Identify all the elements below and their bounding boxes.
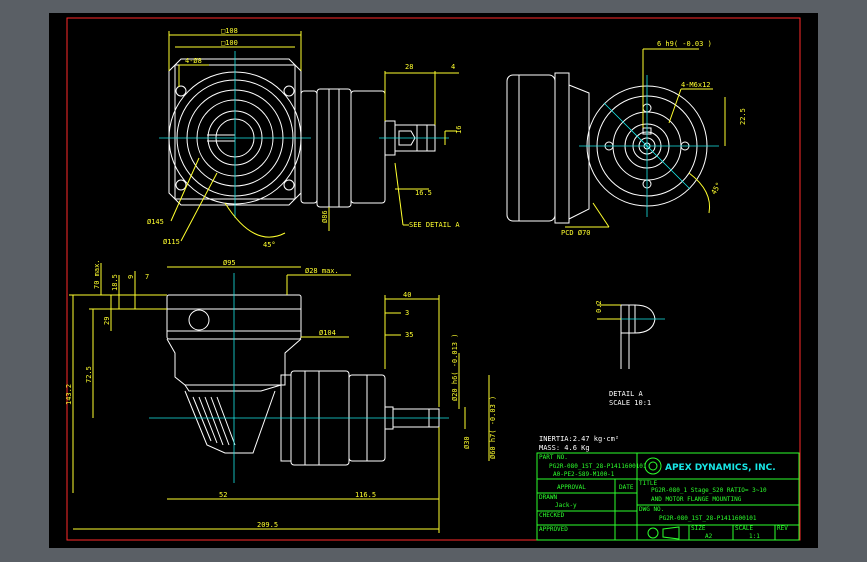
dim-holes: 4-Ø8: [185, 57, 202, 65]
mount-hole: [175, 85, 187, 97]
part-no-1: PG2R-080_1ST_28-P1411600101: [549, 463, 647, 470]
dim-square-108: □108: [221, 27, 238, 35]
checked-label: CHECKED: [539, 512, 565, 519]
company-logo-icon: [644, 457, 662, 475]
company-name: APEX DYNAMICS, INC.: [665, 463, 776, 473]
size-value: A2: [705, 533, 713, 540]
dim-7: 7: [145, 273, 149, 281]
drawing-frame: [66, 17, 801, 541]
detail-scale: SCALE 10:1: [609, 399, 651, 407]
dim-dia-86: Ø86: [321, 210, 329, 223]
dim-dia-145: Ø145: [147, 218, 164, 226]
dim-40: 40: [403, 291, 411, 299]
approved-label: APPROVED: [539, 526, 568, 533]
dim-len-16: 16: [455, 126, 463, 134]
dim-tapped-holes: 4-M6x12: [681, 81, 711, 89]
dim-116-5: 116.5: [355, 491, 376, 499]
front-view: □108 □100 4-Ø8 Ø145 Ø115 45° Ø86 28 4 16…: [147, 27, 463, 249]
dim-70-max: 70 max.: [93, 259, 101, 289]
dim-dia-95: Ø95: [223, 259, 236, 267]
dim-square-100: □100: [221, 39, 238, 47]
dim-dia-30: Ø30: [463, 436, 471, 449]
section-view: 143.2 72.5 29 70 max. 18.5 9 7 Ø95 Ø28 m…: [65, 259, 497, 533]
drawn-label: DRAWN: [539, 494, 557, 501]
dim-len-4: 4: [451, 63, 455, 71]
dim-52: 52: [219, 491, 227, 499]
dim-angle: 45°: [263, 241, 276, 249]
dim-pcd: PCD Ø70: [561, 229, 591, 237]
title-block: PART NO. PG2R-080_1ST_28-P1411600101 A0-…: [536, 452, 800, 541]
dim-key-tolerance: 6 h9( -0.03 ): [657, 40, 712, 48]
dim-len-16-5: 16.5: [415, 189, 432, 197]
dim-72-5: 72.5: [85, 366, 93, 383]
dim-dia-104: Ø104: [319, 329, 336, 337]
size-label: SIZE: [691, 525, 706, 532]
drawing-title-2: AND MOTOR FLANGE MOUNTING: [651, 496, 742, 503]
drawing-title-1: PG2R-080_1 Stage_S20 RATIO= 3~10: [651, 487, 767, 494]
dim-len-28: 28: [405, 63, 413, 71]
scale-value: 1:1: [749, 533, 760, 540]
part-no-2: A0-PE2-S89-M100-1: [553, 471, 615, 478]
title-label: TITLE: [639, 480, 657, 487]
drawing-canvas: □108 □100 4-Ø8 Ø145 Ø115 45° Ø86 28 4 16…: [65, 17, 801, 541]
dwg-no: PG2R-080_1ST_28-P1411600101: [659, 515, 757, 522]
dim-9: 9: [127, 275, 135, 279]
side-view: 6 h9( -0.03 ) 4-M6x12 22.5 PCD Ø70 45°: [506, 40, 747, 237]
dim-len-22-5: 22.5: [739, 108, 747, 125]
dim-18-5: 18.5: [111, 274, 119, 291]
dim-29: 29: [103, 317, 111, 325]
dim-dia-115: Ø115: [163, 238, 180, 246]
date-label: DATE: [619, 484, 634, 491]
dwg-no-label: DWG NO.: [639, 506, 664, 513]
part-no-label: PART NO.: [539, 454, 568, 461]
dim-dia-20: Ø20 h6( -0.013 ): [451, 334, 459, 401]
scale-label: SCALE: [735, 525, 753, 532]
projection-symbol-icon: [647, 527, 659, 539]
detail-title: DETAIL A: [609, 390, 644, 398]
dim-143-2: 143.2: [65, 384, 73, 405]
drawing-viewport[interactable]: □108 □100 4-Ø8 Ø145 Ø115 45° Ø86 28 4 16…: [49, 13, 818, 548]
inertia-note: INERTIA:2.47 kg·cm²: [539, 435, 619, 443]
drawn-by: Jack-y: [555, 502, 577, 509]
dim-3: 3: [405, 309, 409, 317]
rev-label: REV: [777, 525, 788, 532]
dim-0-2: 0.2: [595, 300, 603, 313]
dim-dia-28: Ø28 max.: [305, 267, 339, 275]
dim-dia-60: Ø60 h7( -0.03 ): [489, 396, 497, 459]
dim-209-5: 209.5: [257, 521, 278, 529]
approval-label: APPROVAL: [557, 484, 586, 491]
dim-35: 35: [405, 331, 413, 339]
dim-angle-45: 45°: [710, 181, 723, 196]
mass-note: MASS: 4.6 Kg: [539, 444, 590, 452]
see-detail-label: SEE DETAIL A: [409, 221, 460, 229]
detail-a: 0.2 DETAIL A SCALE 10:1: [595, 300, 665, 407]
